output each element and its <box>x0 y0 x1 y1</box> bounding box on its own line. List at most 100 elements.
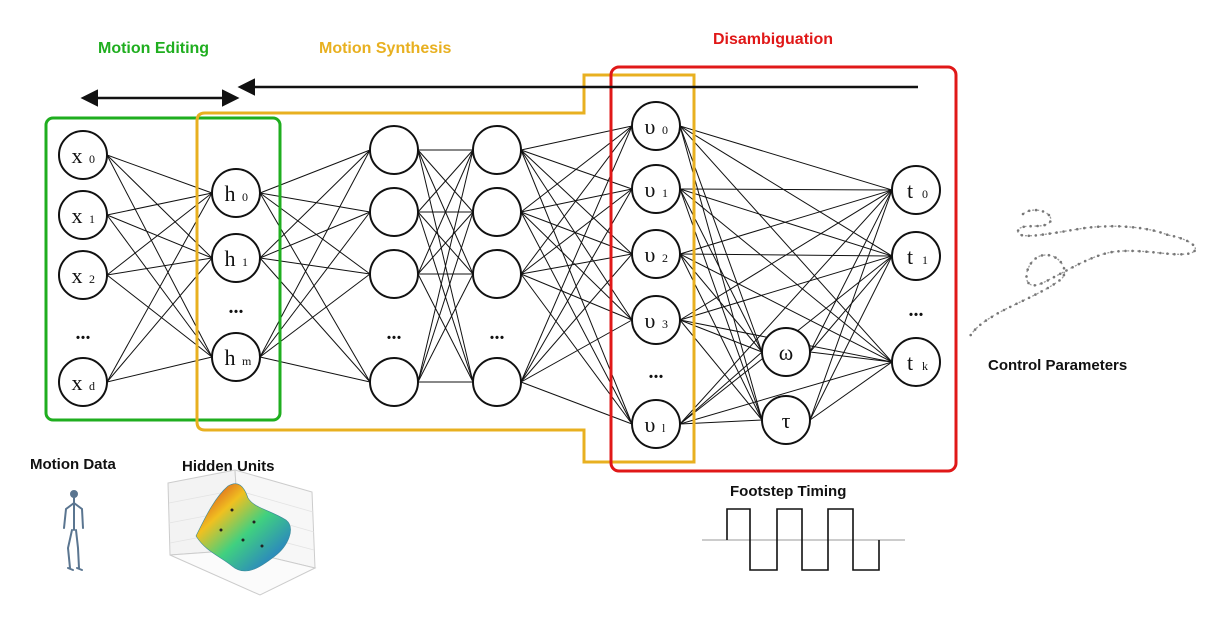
trajectory-point <box>1046 286 1050 290</box>
edge-hidden-layer2 <box>259 356 371 383</box>
trajectory-point <box>1041 233 1045 236</box>
trajectory-point <box>990 315 994 319</box>
ellipsis-t: ... <box>909 299 924 321</box>
trajectory-point <box>1117 225 1121 228</box>
trajectory-point <box>1179 237 1183 240</box>
trajectory-point <box>1145 250 1148 253</box>
node-label-u-1: υ <box>645 177 656 202</box>
disambiguation-box <box>609 65 958 473</box>
trajectory-point <box>1065 269 1068 272</box>
edge-latent-control <box>679 189 893 321</box>
edge-latent-control <box>679 125 893 191</box>
edge-input-hidden <box>106 214 213 358</box>
edge-input-hidden <box>106 154 213 194</box>
motion-editing-box <box>44 116 282 422</box>
edge-layer3-latent <box>520 125 633 275</box>
trajectory-point <box>1172 235 1176 238</box>
node-t-1 <box>891 231 941 281</box>
node-label-h-1: h <box>225 246 236 271</box>
trajectory-point <box>1059 260 1063 264</box>
trajectory-point <box>1034 208 1038 212</box>
node-label-t-2: t <box>907 350 913 375</box>
node-label-u-2-subscript: 2 <box>662 251 668 265</box>
trajectory-point <box>1180 253 1183 256</box>
trajectory-point <box>1076 227 1079 231</box>
motion-data-caption: Motion Data <box>30 456 116 473</box>
edge-latent-timing <box>679 125 763 421</box>
trajectory-point <box>1191 243 1195 247</box>
node-label-u-3-subscript: 3 <box>662 317 668 331</box>
edge-latent-control <box>679 188 893 191</box>
trajectory-point <box>1049 220 1052 223</box>
square-wave-icon <box>702 508 905 571</box>
skeleton-icon <box>63 490 84 571</box>
trajectory-point <box>1021 212 1025 216</box>
trajectory-point <box>1021 299 1025 303</box>
edge-input-hidden <box>106 257 213 276</box>
edge-layer2-layer3 <box>417 211 474 383</box>
trajectory-point <box>1034 234 1038 237</box>
node-label-h-2: h <box>225 345 236 370</box>
node-b-2 <box>472 249 522 299</box>
trajectory-point <box>1029 224 1032 228</box>
trajectory-point <box>1103 252 1107 255</box>
trajectory-point <box>1138 249 1141 253</box>
node-label-x-1-subscript: 1 <box>89 212 95 226</box>
trajectory-point <box>1083 259 1087 263</box>
edge-layer3-latent <box>520 211 633 255</box>
edge-hidden-layer2 <box>259 257 371 383</box>
edge-hidden-layer2 <box>259 192 371 213</box>
node-t-2 <box>891 337 941 387</box>
node-label-x-0-subscript: 0 <box>89 152 95 166</box>
edge-latent-control <box>679 361 893 425</box>
trajectory-point <box>1026 268 1029 271</box>
edge-layer3-latent <box>520 211 633 321</box>
edge-layer3-latent <box>520 125 633 213</box>
edge-layer3-latent <box>520 319 633 383</box>
node-label-h-0-subscript: 0 <box>242 190 248 204</box>
trajectory-point <box>1110 250 1113 254</box>
trajectory-point <box>1096 254 1100 258</box>
trajectory-point <box>1034 257 1037 260</box>
node-label-u-0: υ <box>645 114 656 139</box>
ellipsis-u: ... <box>649 361 664 383</box>
trajectory-point <box>1089 226 1093 229</box>
edge-hidden-layer2 <box>259 192 371 275</box>
edge-latent-control <box>679 255 893 321</box>
node-label-x-0: x <box>72 143 83 168</box>
node-w-1 <box>761 395 811 445</box>
trajectory-point <box>1052 275 1056 279</box>
trajectory-point <box>1159 231 1162 234</box>
trajectory-point <box>1015 302 1018 306</box>
ellipsis-b: ... <box>490 322 505 344</box>
trajectory-point <box>1185 239 1189 243</box>
node-label-t-2-subscript: k <box>922 359 928 373</box>
ellipsis-x: ... <box>76 322 91 344</box>
trajectory-point <box>1002 308 1006 312</box>
edge-latent-timing <box>679 351 763 425</box>
trajectory-point <box>1027 296 1031 300</box>
trajectory-point <box>1046 279 1050 282</box>
node-b-1 <box>472 187 522 237</box>
node-label-u-4: υ <box>645 412 656 437</box>
edge-timing-control <box>809 361 893 421</box>
edge-layer3-latent <box>520 125 633 151</box>
edge-layer3-latent <box>520 149 633 321</box>
trajectory-point <box>1131 249 1134 253</box>
edge-latent-timing <box>679 188 763 421</box>
node-b-0 <box>472 125 522 175</box>
hidden-units-caption: Hidden Units <box>182 458 275 475</box>
edge-input-hidden <box>106 214 213 259</box>
trajectory-point <box>969 333 972 337</box>
trajectory-point <box>996 312 1000 315</box>
node-label-x-3: x <box>72 370 83 395</box>
trajectory-point <box>1103 225 1107 228</box>
trajectory-point <box>1020 233 1024 237</box>
edge-latent-control <box>679 125 893 363</box>
edge-latent-timing <box>679 188 763 353</box>
trajectory-point <box>1033 284 1037 287</box>
edge-timing-control <box>809 189 893 421</box>
node-label-x-3-subscript: d <box>89 379 95 393</box>
trajectory-point <box>1069 229 1072 232</box>
